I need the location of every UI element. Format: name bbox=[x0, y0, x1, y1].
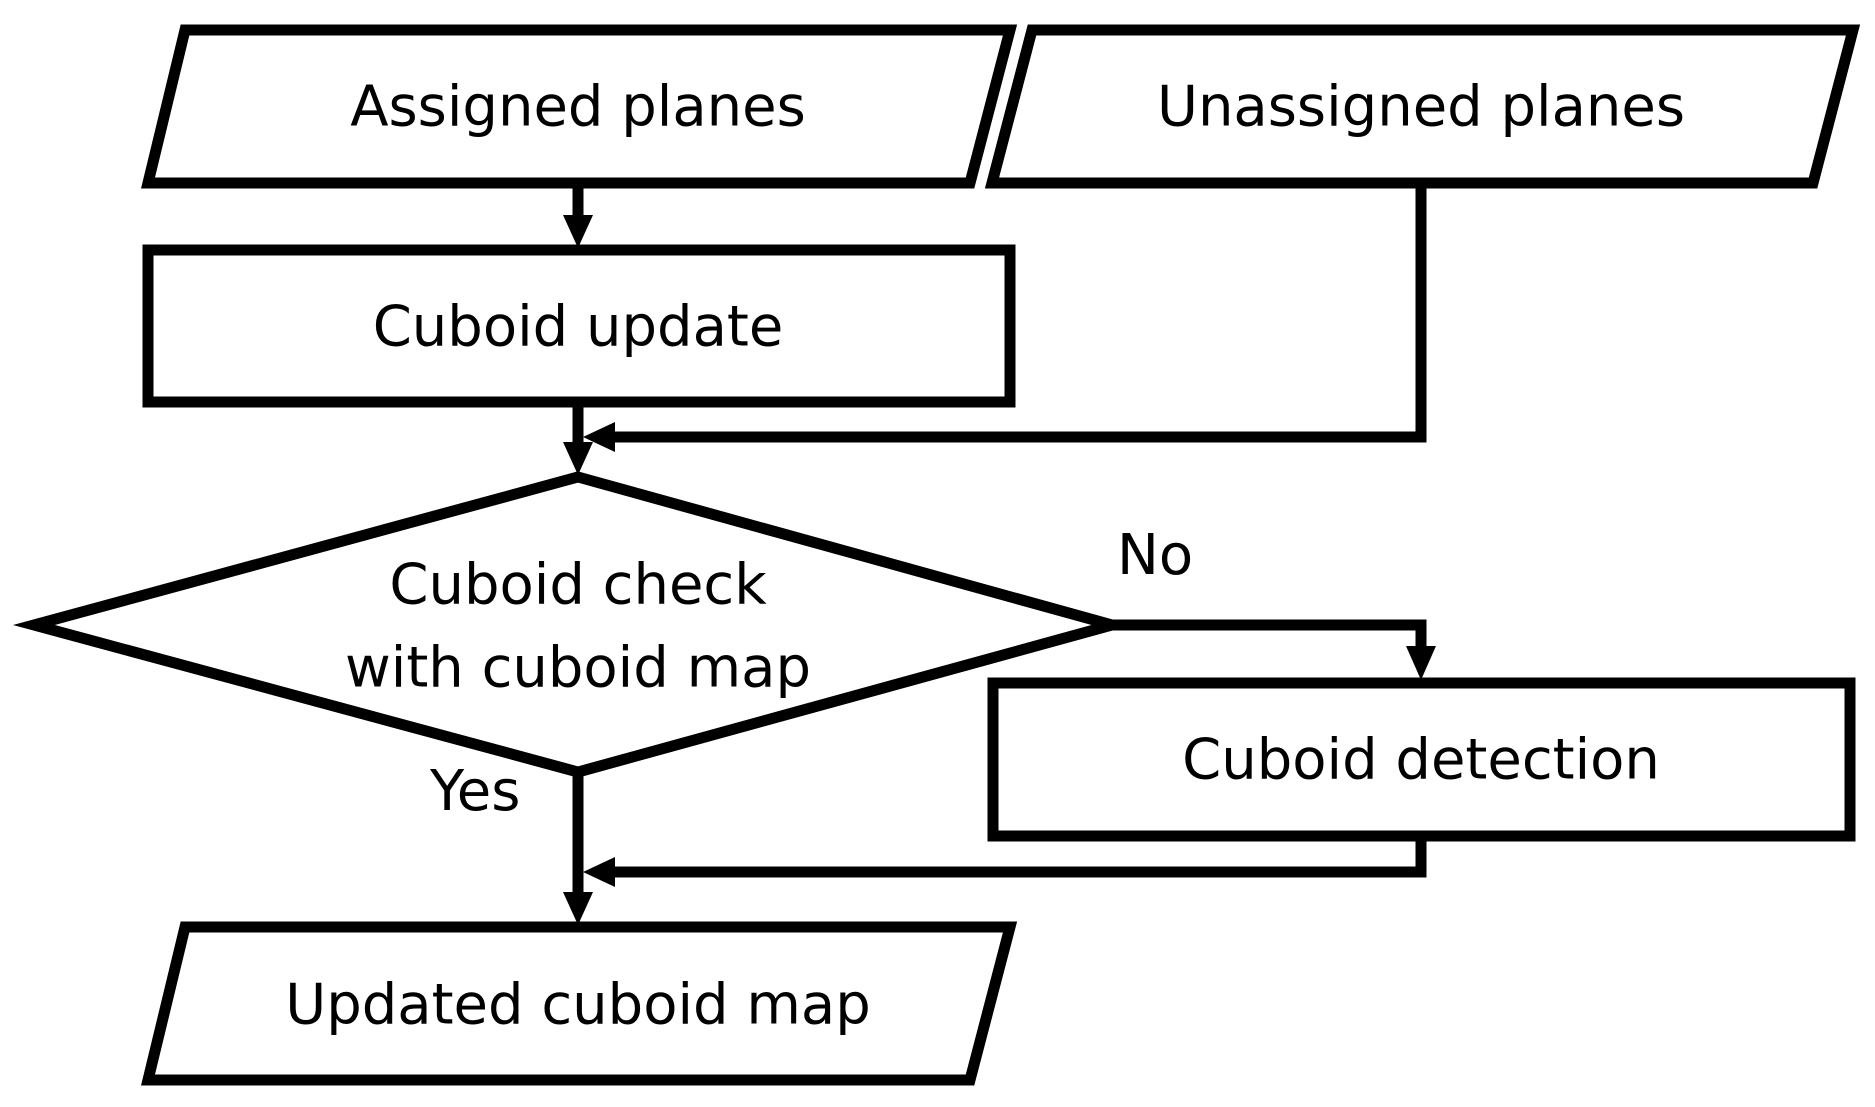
updated-cuboid-map-node: Updated cuboid map bbox=[141, 921, 1018, 1086]
arrowhead-down-icon bbox=[1406, 646, 1436, 680]
cuboid-check-node: Cuboid check with cuboid map bbox=[12, 471, 1133, 778]
updated-cuboid-map-label: Updated cuboid map bbox=[285, 973, 871, 1038]
arrowhead-left-icon bbox=[583, 857, 615, 887]
arrowhead-down-icon bbox=[563, 215, 593, 248]
connector-check-to-detection bbox=[1112, 619, 1436, 680]
edge-label-no: No bbox=[1117, 523, 1193, 588]
cuboid-check-label-line-2: with cuboid map bbox=[345, 636, 811, 701]
connector-update-to-check bbox=[563, 402, 593, 475]
connector-unassigned-to-check bbox=[583, 183, 1427, 452]
edge-label-yes: Yes bbox=[429, 759, 520, 824]
connector-detection-to-output bbox=[583, 836, 1427, 887]
assigned-planes-label: Assigned planes bbox=[350, 75, 806, 140]
arrowhead-down-icon bbox=[563, 892, 593, 925]
cuboid-update-label: Cuboid update bbox=[373, 295, 784, 360]
connector-assigned-to-update bbox=[563, 183, 593, 248]
arrowhead-down-icon bbox=[563, 442, 593, 475]
cuboid-check-label-line-1: Cuboid check bbox=[389, 553, 767, 618]
connector-check-to-output bbox=[563, 772, 593, 925]
cuboid-update-node: Cuboid update bbox=[142, 244, 1016, 408]
unassigned-planes-node: Unassigned planes bbox=[984, 24, 1861, 189]
cuboid-detection-label: Cuboid detection bbox=[1182, 728, 1660, 793]
cuboid-detection-node: Cuboid detection bbox=[987, 677, 1856, 842]
unassigned-planes-label: Unassigned planes bbox=[1157, 75, 1685, 140]
assigned-planes-node: Assigned planes bbox=[141, 24, 1018, 189]
arrowhead-left-icon bbox=[583, 422, 615, 452]
